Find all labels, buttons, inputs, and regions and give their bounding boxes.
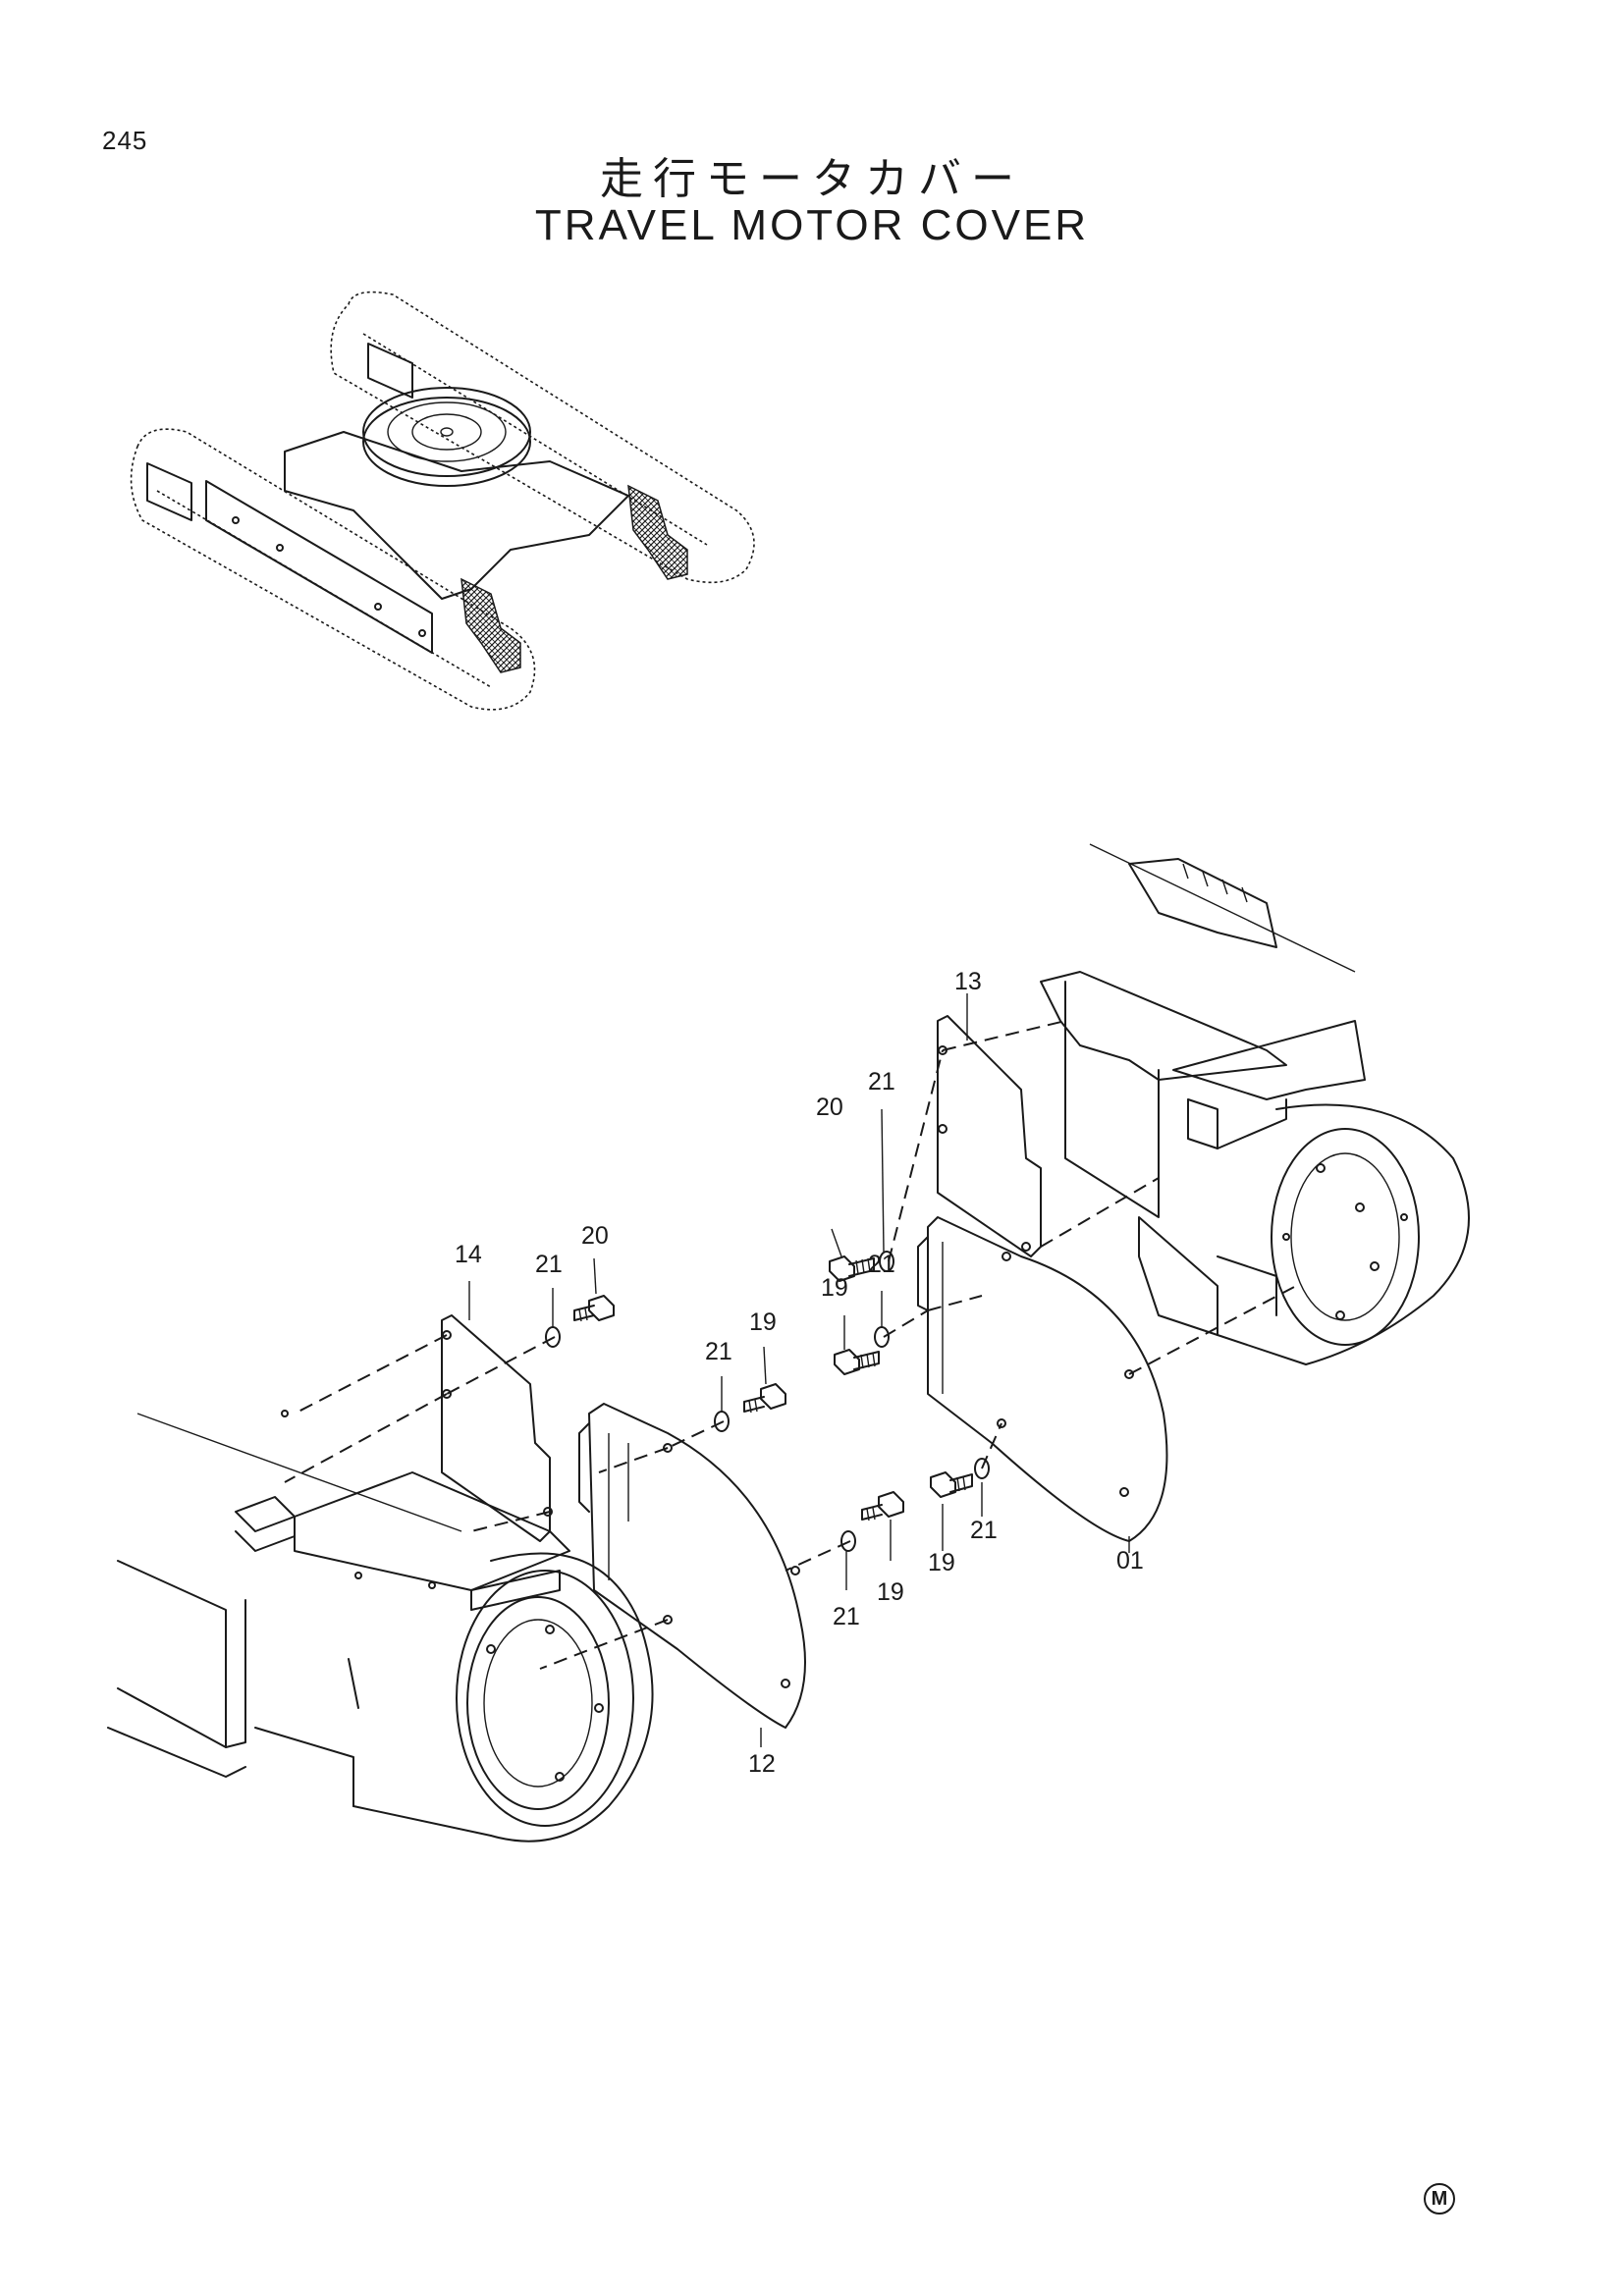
washer-21-mid <box>874 1326 890 1348</box>
part-14-bracket <box>441 1314 553 1542</box>
page-title-english: TRAVEL MOTOR COVER <box>534 201 1090 249</box>
callout-19-lower-right: 19 <box>928 1549 955 1576</box>
washer-21-upper <box>879 1251 894 1272</box>
callout-19-left-mid: 19 <box>749 1308 777 1336</box>
part-12-cover <box>578 1403 806 1729</box>
callout-21-mid: 21 <box>868 1251 895 1278</box>
bolt-19-lower-left <box>861 1491 904 1522</box>
bolt-19-mid <box>834 1349 880 1375</box>
page-number: 245 <box>102 126 148 155</box>
callout-20-upper: 20 <box>816 1094 843 1121</box>
callout-12: 12 <box>748 1750 776 1778</box>
page-title-japanese: 走行モータカバー <box>600 154 1024 204</box>
callout-21-left: 21 <box>535 1251 563 1278</box>
callout-14: 14 <box>455 1241 482 1268</box>
bolt-20-left <box>573 1295 615 1322</box>
washer-21-lower-left <box>840 1530 856 1552</box>
undercarriage-locator-view <box>130 291 755 711</box>
callout-21-lower-right: 21 <box>970 1517 998 1544</box>
callout-01: 01 <box>1116 1547 1144 1575</box>
washer-21-lower-right <box>974 1458 990 1479</box>
exploded-assembly-view: 13 01 12 14 20 21 21 19 19 21 21 19 21 2… <box>107 843 1470 1842</box>
callout-13: 13 <box>954 968 982 995</box>
callout-21-left-mid: 21 <box>705 1338 732 1365</box>
bolt-19-left-mid <box>743 1383 786 1414</box>
bolt-20-upper <box>829 1255 875 1282</box>
callout-21-lower-left: 21 <box>833 1603 860 1630</box>
callout-19-lower-left: 19 <box>877 1578 904 1606</box>
part-01-cover <box>917 1216 1168 1542</box>
callout-19-mid: 19 <box>821 1274 848 1302</box>
registered-mark-icon: M <box>1424 2183 1455 2215</box>
callout-20-left: 20 <box>581 1222 609 1250</box>
bolt-19-lower-right <box>930 1471 973 1498</box>
callout-21-upper: 21 <box>868 1068 895 1095</box>
part-13-bracket <box>937 1015 1042 1257</box>
